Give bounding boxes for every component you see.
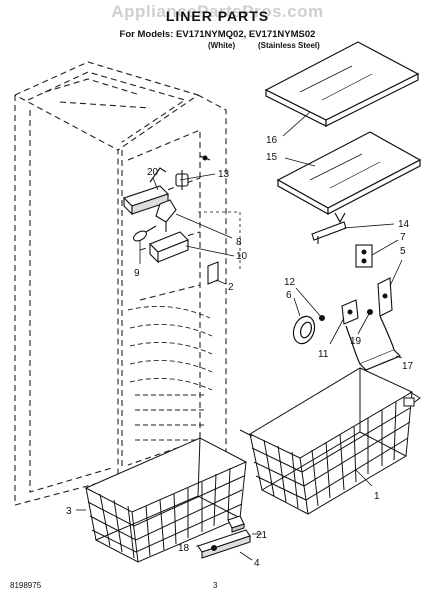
callout-16: 16	[266, 135, 278, 146]
callout-7: 7	[400, 232, 406, 243]
callout-10: 10	[236, 251, 248, 262]
callout-20: 20	[147, 167, 159, 178]
light-bulb	[133, 225, 157, 242]
light-socket	[155, 199, 177, 232]
callout-13: 13	[218, 169, 230, 180]
callout-1: 1	[374, 491, 380, 502]
basket-stop	[227, 515, 245, 533]
freezer-basket-right	[239, 367, 421, 515]
callout-15: 15	[266, 152, 278, 163]
cabinet-wire-racks	[127, 306, 213, 441]
hinge-pin-bracket	[341, 299, 359, 325]
door-bin-rod	[345, 315, 402, 371]
callout-labels: 16 15 13 20 14 7 8 10 5 9 2 12 6 11 19 1…	[66, 135, 414, 569]
slide-screw	[211, 545, 217, 551]
callout-14: 14	[398, 219, 410, 230]
cabinet-liner-outline	[14, 61, 227, 506]
shelf-bracket	[355, 244, 373, 268]
callout-21: 21	[256, 530, 268, 541]
finish-white-label: (White)	[208, 41, 236, 50]
callout-9: 9	[134, 268, 140, 279]
basket-slide-rail	[197, 529, 251, 559]
callout-11: 11	[318, 349, 329, 360]
callout-4: 4	[254, 558, 260, 569]
model-numbers: For Models: EV171NYMQ02, EV171NYMS02	[119, 29, 316, 40]
light-housing	[122, 167, 170, 216]
callout-3: 3	[66, 506, 72, 517]
callout-8: 8	[236, 237, 242, 248]
callout-5: 5	[400, 246, 406, 257]
callout-19: 19	[350, 336, 362, 347]
watermark: AppliancePartsPros.com	[111, 2, 324, 21]
freezer-basket-left	[84, 437, 248, 563]
diagram-title: LINER PARTS	[165, 8, 270, 24]
callout-12: 12	[284, 277, 296, 288]
leader-lines	[76, 111, 403, 561]
callout-6: 6	[286, 290, 292, 301]
clip	[207, 261, 219, 285]
finish-stainless-label: (Stainless Steel)	[258, 41, 320, 50]
callout-2: 2	[228, 282, 234, 293]
callout-18: 18	[178, 543, 190, 554]
shelf-retainer	[311, 221, 347, 244]
thermostat-knob	[175, 155, 211, 190]
light-shield	[149, 231, 189, 264]
door-gasket-ring	[292, 315, 316, 345]
callout-17: 17	[402, 361, 414, 372]
glass-shelf-lower	[276, 131, 422, 224]
glass-shelf-upper	[264, 41, 420, 127]
hinge-bracket	[377, 277, 393, 317]
document-number: 8198975	[10, 581, 42, 590]
page-number: 3	[213, 581, 218, 590]
